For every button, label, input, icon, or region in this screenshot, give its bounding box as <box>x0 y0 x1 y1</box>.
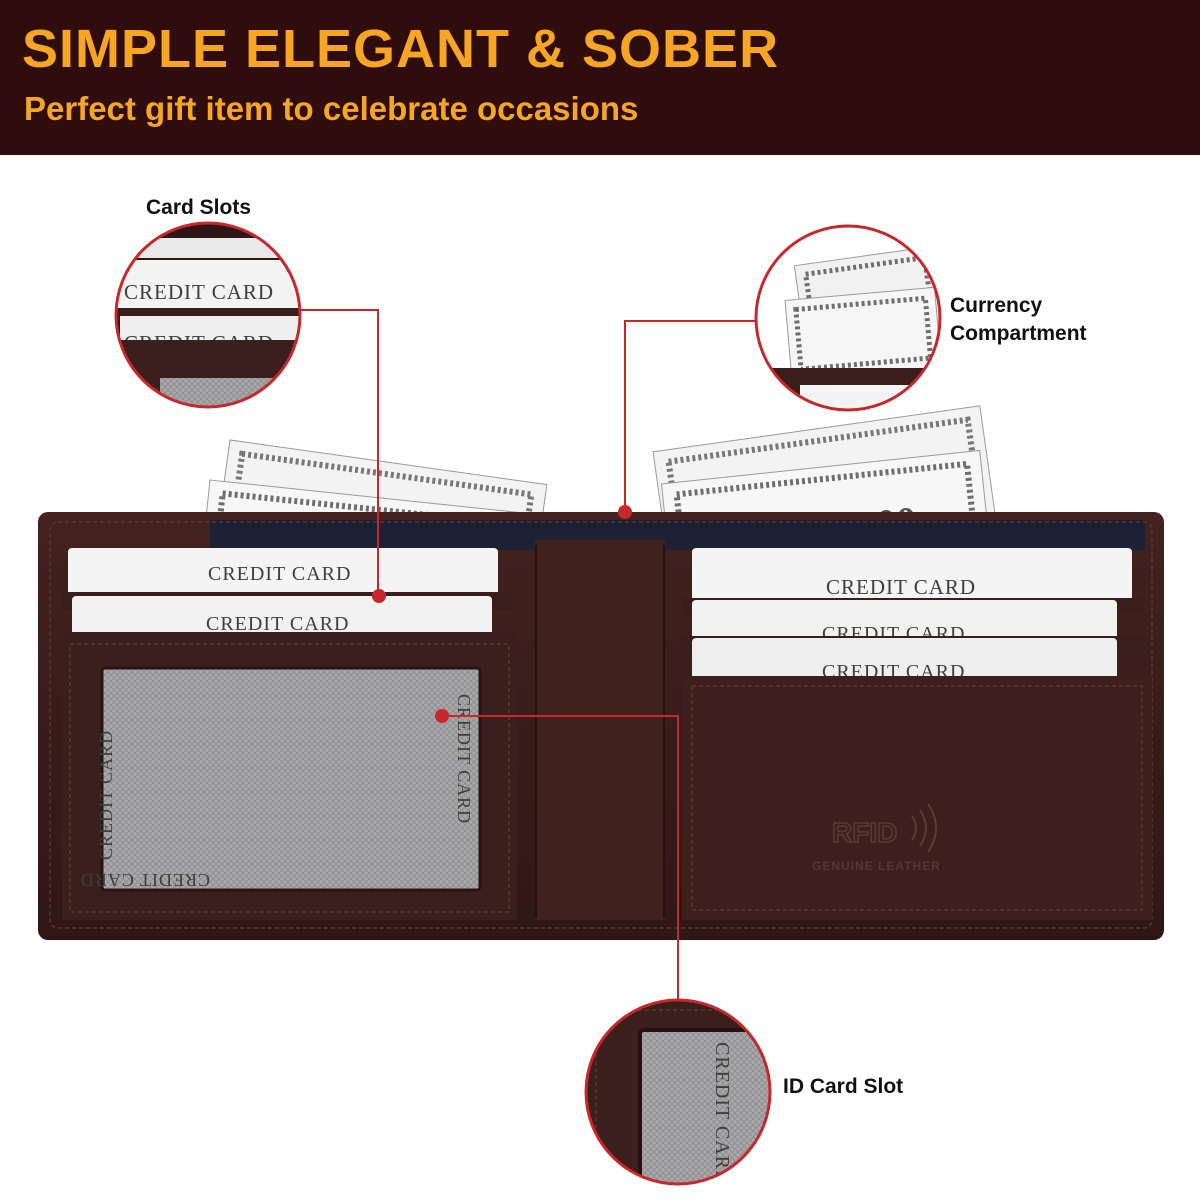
callout-lines <box>296 309 755 1000</box>
credit-card <box>692 638 1117 680</box>
genuine-leather-emboss: GENUINE LEATHER <box>812 859 941 873</box>
zoom-currency <box>754 224 942 412</box>
id-card-text-left: CREDIT CARD <box>96 730 116 860</box>
id-window <box>100 666 482 892</box>
center-fold <box>535 540 665 920</box>
header-banner: SIMPLE ELEGANT & SOBER Perfect gift item… <box>0 0 1200 155</box>
right-card-slots: CREDIT CARD CREDIT CARD CREDIT CARD <box>682 548 1152 920</box>
credit-card-label: CREDIT CARD <box>206 613 349 635</box>
callout-currency-line1: Currency <box>950 294 1043 317</box>
rfid-logo: RFID <box>832 817 897 848</box>
zoom-card-slots: CREDIT CARD CREDIT CARD <box>114 221 302 409</box>
wallet: CREDIT CARD CREDIT CARD CREDIT CARD CRED… <box>38 512 1164 940</box>
subheadline: Perfect gift item to celebrate occasions <box>24 90 639 127</box>
headline: SIMPLE ELEGANT & SOBER <box>22 19 780 79</box>
zoom-id-slot: CREDIT CARD <box>584 998 772 1186</box>
zoom-id-card-label: CREDIT CARD <box>711 1042 733 1185</box>
credit-card <box>692 548 1132 604</box>
callout-currency-line2: Compartment <box>950 322 1087 345</box>
id-card-text-bottom: CREDIT CARD <box>80 870 210 890</box>
wallet-illustration: 100 CREDIT CARD CREDIT CARD CREDIT CARD … <box>38 221 1164 1186</box>
zoom-credit-card-label: CREDIT CARD <box>124 280 274 304</box>
credit-card-label: CREDIT CARD <box>208 563 351 585</box>
callout-dots <box>372 505 632 723</box>
callout-card-slots: Card Slots <box>146 196 252 219</box>
callout-id-card-slot: ID Card Slot <box>783 1075 904 1098</box>
rfid-pocket <box>682 676 1152 920</box>
credit-card-label: CREDIT CARD <box>826 575 976 599</box>
callout-currency-compartment: Currency Compartment <box>950 292 1087 348</box>
id-card-text-right: CREDIT CARD <box>454 694 474 824</box>
lining <box>210 520 1145 550</box>
credit-card <box>68 548 498 598</box>
rfid-wave-icon <box>911 803 937 853</box>
credit-card <box>692 600 1117 642</box>
